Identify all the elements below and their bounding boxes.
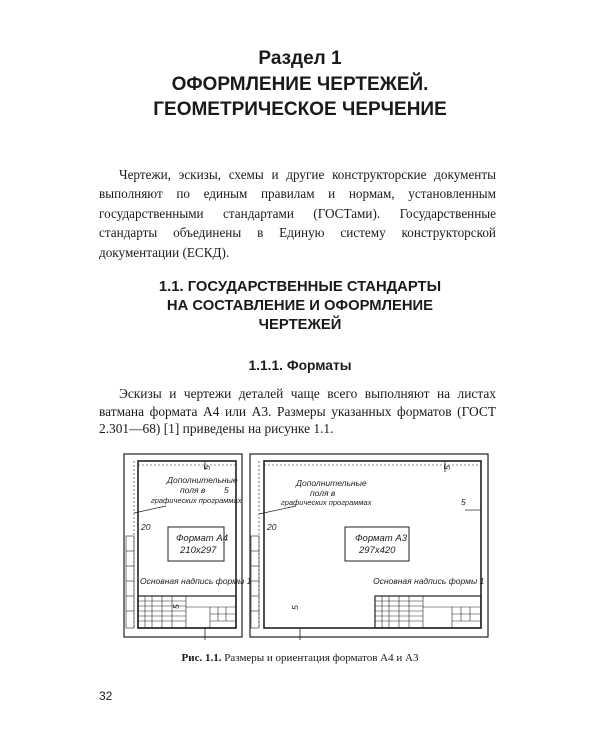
figure-caption-prefix: Рис. 1.1.: [181, 652, 222, 664]
subsubsection-title: 1.1.1. Форматы: [248, 358, 352, 373]
a3-title-block-note: Основная надпись формы 1: [373, 576, 485, 586]
a3-dim-top: 5: [442, 465, 452, 470]
a3-dim-left: 20: [266, 522, 277, 532]
a3-note-line-2: поля в: [310, 488, 336, 498]
a3-dim-right: 5: [461, 497, 466, 507]
intro-paragraph: Чертежи, эскизы, схемы и другие конструк…: [99, 165, 496, 262]
a4-title-block-note: Основная надпись формы 1: [140, 576, 252, 586]
section-title-line-1: ОФОРМЛЕНИЕ ЧЕРТЕЖЕЙ.: [171, 74, 429, 95]
subsection-title-line-2: НА СОСТАВЛЕНИЕ И ОФОРМЛЕНИЕ: [166, 298, 434, 314]
intro-paragraph-text: Чертежи, эскизы, схемы и другие конструк…: [99, 167, 496, 260]
section-title-line-2: ГЕОМЕТРИЧЕСКОЕ ЧЕРЧЕНИЕ: [153, 99, 447, 120]
subsection-title-line-3: ЧЕРТЕЖЕЙ: [258, 317, 342, 333]
a4-dim-top: 5: [202, 465, 212, 470]
a4-note-line-3: графических программах: [151, 496, 242, 505]
a4-format-size: 210x297: [179, 545, 217, 556]
section-number: Раздел 1: [258, 48, 342, 69]
subsection-title-line-1: 1.1. ГОСУДАРСТВЕННЫЕ СТАНДАРТЫ: [158, 279, 442, 295]
a4-note-line-1: Дополнительные: [166, 475, 238, 485]
page-number: 32: [99, 689, 113, 703]
formats-paragraph: Эскизы и чертежи деталей чаще всего выпо…: [99, 385, 496, 438]
a4-format-label: Формат А4: [176, 533, 228, 544]
a4-dim-right: 5: [224, 485, 229, 495]
a4-dim-bottom: 5: [171, 604, 181, 609]
a3-note-line-3: графических программах: [281, 498, 372, 507]
figure-caption: Рис. 1.1. Размеры и ориентация форматов …: [0, 652, 600, 664]
formats-paragraph-text: Эскизы и чертежи деталей чаще всего выпо…: [99, 386, 496, 437]
a3-sheet: [249, 453, 489, 640]
a4-sheet: [123, 453, 243, 640]
figure-caption-text: Размеры и ориентация форматов А4 и А3: [221, 652, 419, 664]
a3-dim-bottom: 5: [290, 605, 300, 610]
a3-note-line-1: Дополнительные: [295, 478, 367, 488]
a4-dim-left: 20: [140, 522, 151, 532]
a3-format-size: 297x420: [358, 545, 396, 556]
a4-note-line-2: поля в: [180, 485, 206, 495]
a3-format-label: Формат А3: [355, 533, 408, 544]
